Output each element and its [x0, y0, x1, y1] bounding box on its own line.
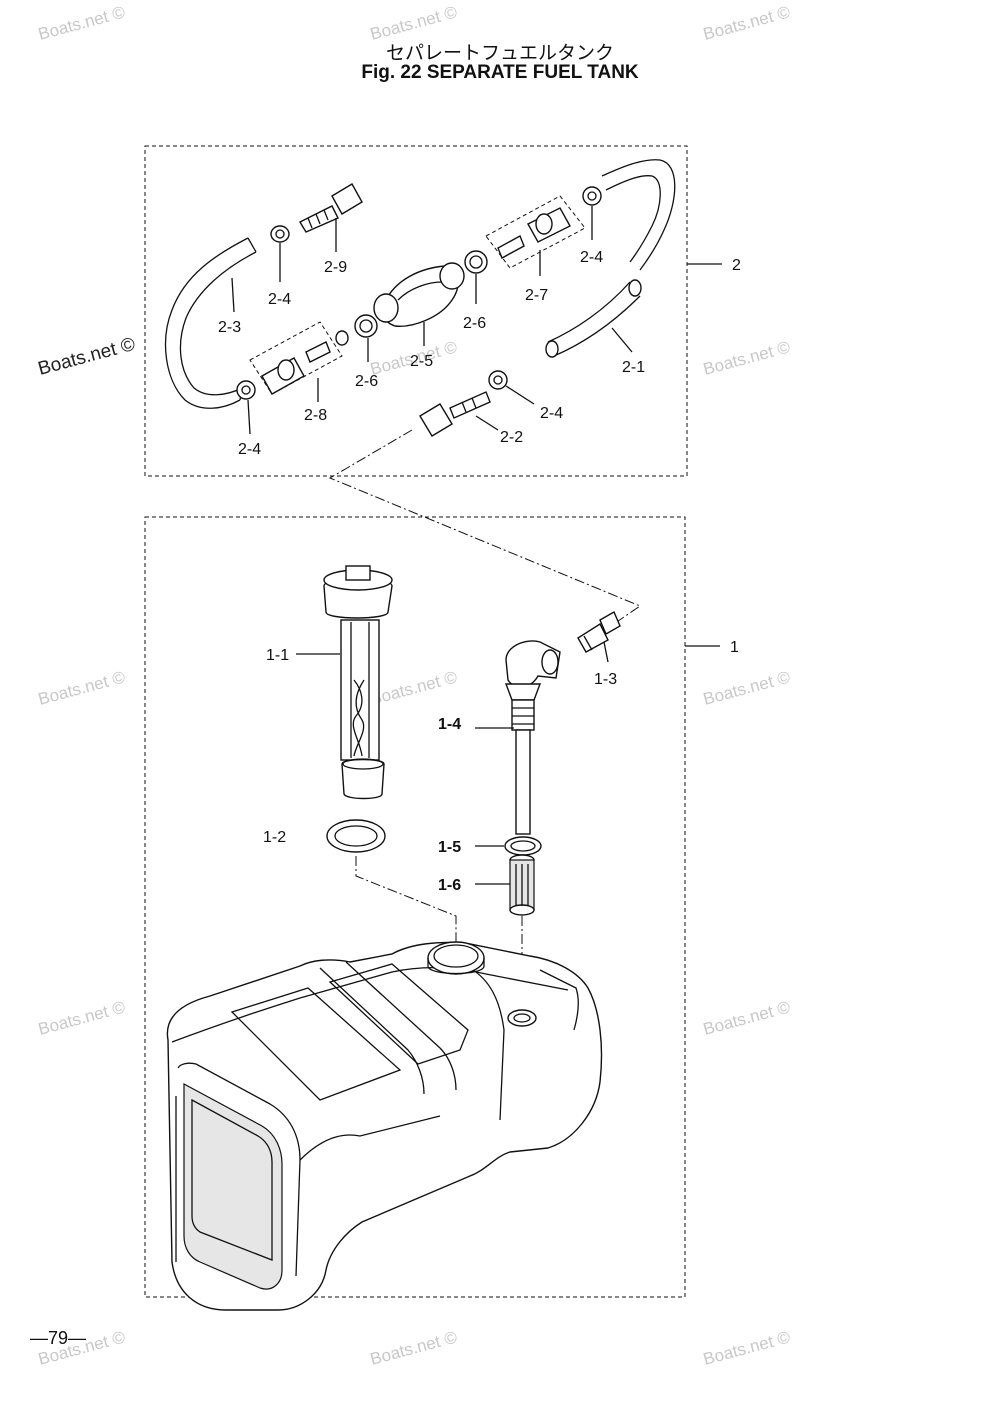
- figure-title: Fig. 22 SEPARATE FUEL TANK: [361, 62, 639, 83]
- callout-2-6: 2-6: [355, 373, 378, 390]
- watermark-text: Boats.net ©: [701, 997, 792, 1039]
- hose-clamp-2-4: [270, 225, 290, 243]
- connector-2-8-group-box: [249, 321, 343, 395]
- leader-line: [505, 385, 535, 405]
- callout-2-3: 2-3: [218, 319, 241, 336]
- callout-1-5: 1-5: [438, 839, 461, 856]
- leader-line: [231, 277, 235, 313]
- callout-2-8: 2-8: [304, 407, 327, 424]
- primer-bulb-2-5: [373, 262, 465, 327]
- callout-1-6: 1-6: [438, 877, 461, 894]
- connector-2-2: [419, 391, 491, 437]
- gasket-1-2: [326, 819, 386, 853]
- fuel-filter-1-6: [509, 854, 535, 916]
- fuel-line-group-box: [144, 145, 688, 477]
- fuel-tank-group-box: [144, 516, 686, 1298]
- check-valve-2-7: [497, 207, 571, 259]
- fuel-tank-body: [166, 941, 603, 1311]
- fuel-connector-1-3: [577, 611, 621, 653]
- watermark-text: Boats.net ©: [368, 667, 459, 709]
- hose-clamp-2-6: [464, 250, 488, 274]
- hose-upper-right: [601, 159, 676, 271]
- watermark-text: Boats.net ©: [36, 334, 138, 380]
- callout-2-2: 2-2: [500, 429, 523, 446]
- watermark-text: Boats.net ©: [368, 2, 459, 44]
- connection-line: [355, 856, 457, 944]
- callout-2-9: 2-9: [324, 259, 347, 276]
- fuel-gauge-1-1: [323, 565, 393, 800]
- hose-clamp-2-4: [488, 370, 508, 390]
- callout-1: 1: [730, 639, 739, 656]
- page-number: —79—: [30, 1328, 87, 1348]
- hose-clamp-2-6: [354, 314, 378, 338]
- title-japanese: セパレートフュエルタンク: [385, 42, 614, 64]
- watermark-text: Boats.net ©: [36, 2, 127, 44]
- watermark-text: Boats.net ©: [701, 2, 792, 44]
- callout-2: 2: [732, 257, 741, 274]
- callout-1-3: 1-3: [594, 671, 617, 688]
- callout-2-4: 2-4: [268, 291, 291, 308]
- hose-clamp-2-4: [236, 380, 256, 400]
- leader-line: [475, 415, 499, 431]
- watermark-text: Boats.net ©: [701, 337, 792, 379]
- callout-2-6: 2-6: [463, 315, 486, 332]
- callout-2-5: 2-5: [410, 353, 433, 370]
- o-ring-1-5: [504, 836, 542, 856]
- leader-line: [603, 641, 609, 663]
- watermark-text: Boats.net ©: [368, 1327, 459, 1369]
- leader-line: [611, 327, 633, 353]
- callout-2-4: 2-4: [540, 405, 563, 422]
- pickup-tube-1-4: [504, 640, 561, 835]
- valve-2-7-group-box: [485, 195, 586, 269]
- callout-1-1: 1-1: [266, 647, 289, 664]
- hose-clamp-2-4: [582, 186, 602, 206]
- watermark-text: Boats.net ©: [36, 997, 127, 1039]
- callout-1-4: 1-4: [438, 716, 461, 733]
- hose-2-1: [545, 279, 642, 358]
- callout-2-4: 2-4: [580, 249, 603, 266]
- watermark-text: Boats.net ©: [36, 667, 127, 709]
- leader-line: [247, 399, 251, 435]
- callout-2-4: 2-4: [238, 441, 261, 458]
- callout-2-1: 2-1: [622, 359, 645, 376]
- watermark-text: Boats.net ©: [701, 667, 792, 709]
- callout-2-7: 2-7: [525, 287, 548, 304]
- connector-2-8: [261, 330, 349, 395]
- connector-2-9: [299, 183, 363, 233]
- watermark-text: Boats.net ©: [701, 1327, 792, 1369]
- callout-1-2: 1-2: [263, 829, 286, 846]
